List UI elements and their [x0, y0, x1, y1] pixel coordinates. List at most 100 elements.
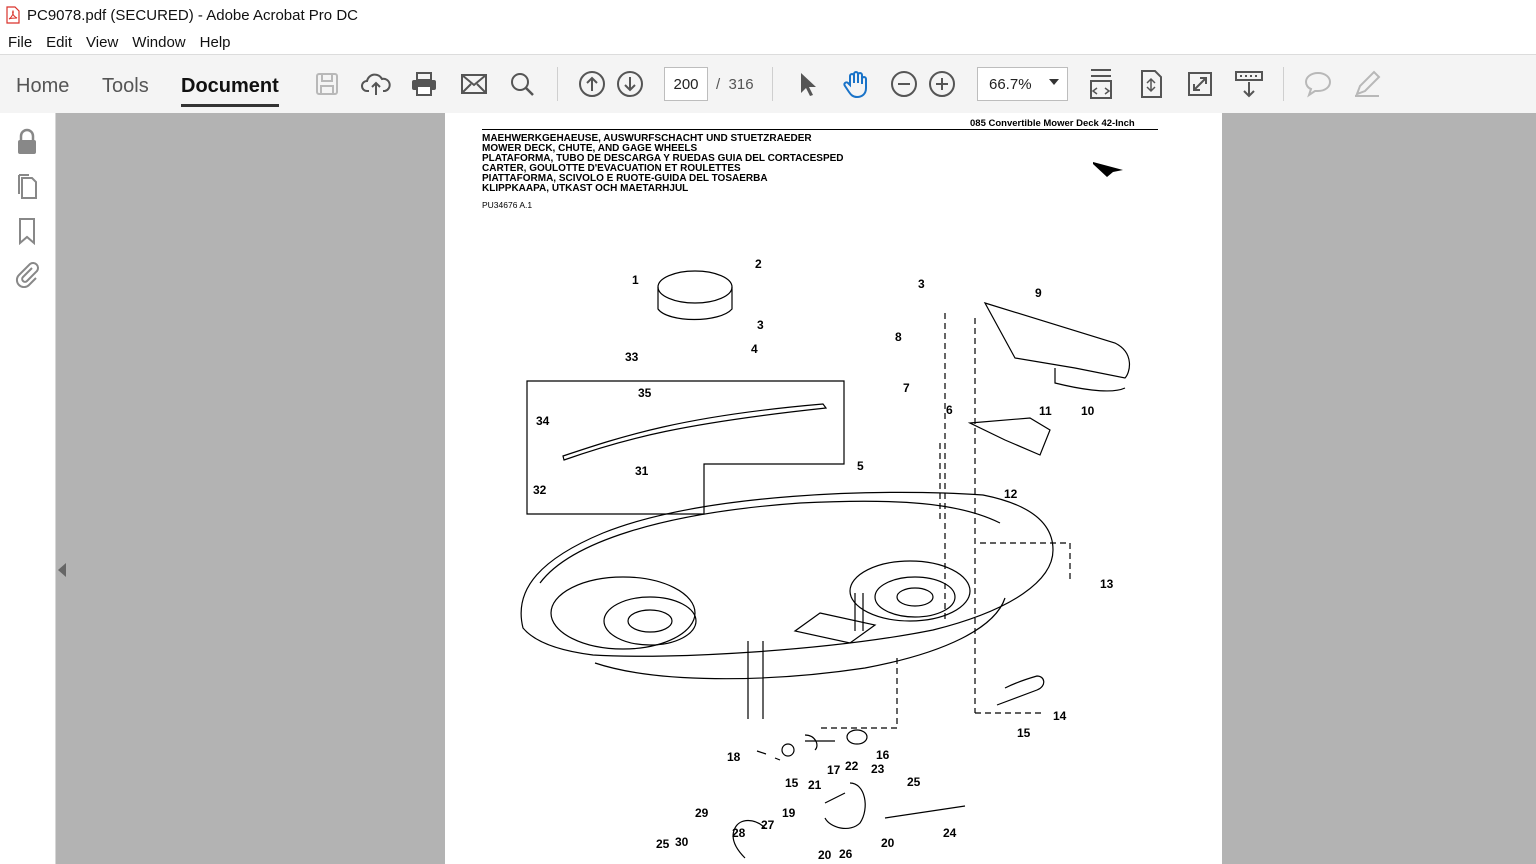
callout-16: 16 [876, 748, 890, 762]
callout-29: 29 [695, 806, 709, 820]
callout-3: 3 [757, 318, 764, 332]
page-total-count: 316 [728, 76, 754, 93]
callout-11: 11 [1039, 404, 1052, 418]
menu-window[interactable]: Window [132, 33, 186, 51]
left-spindle-opening [603, 596, 697, 646]
right-spindle-opening [874, 576, 956, 618]
page-title-block: MAEHWERKGEHAEUSE, AUSWURFSCHACHT UND STU… [482, 134, 844, 194]
zoom-value: 66.7% [989, 75, 1032, 93]
callout-4: 4 [751, 342, 758, 356]
page-down-icon[interactable] [613, 67, 647, 101]
callout-1: 1 [632, 273, 639, 287]
callout-5: 5 [857, 459, 864, 473]
title-line-es: PLATAFORMA, TUBO DE DESCARGA Y RUEDAS GU… [482, 153, 844, 164]
callout-28: 28 [732, 826, 746, 840]
callout-35: 35 [638, 386, 652, 400]
cover-part [657, 270, 733, 304]
callout-19: 19 [782, 806, 796, 820]
menu-file[interactable]: File [8, 33, 33, 51]
toolbar-separator [772, 67, 773, 101]
callout-13: 13 [1100, 577, 1114, 591]
tab-home[interactable]: Home [16, 75, 70, 97]
pen-icon[interactable] [1350, 67, 1384, 101]
callout-22: 22 [845, 759, 859, 773]
page-header-section: 085 Convertible Mower Deck 42-Inch [970, 118, 1135, 129]
window-title: PC9078.pdf (SECURED) - Adobe Acrobat Pro… [27, 6, 358, 24]
callout-8: 8 [895, 330, 902, 344]
pages-icon[interactable] [12, 171, 42, 201]
zoom-out-icon[interactable] [887, 67, 921, 101]
tab-tools[interactable]: Tools [102, 75, 149, 97]
callout-15: 15 [1017, 726, 1031, 740]
callout-23: 23 [871, 762, 885, 776]
search-icon[interactable] [505, 67, 539, 101]
select-cursor-icon[interactable] [790, 67, 824, 101]
title-line-sv: KLIPPKAAPA, UTKAST OCH MAETARHJUL [482, 183, 689, 194]
page-total: / 316 [716, 76, 754, 93]
callout-27: 27 [761, 818, 775, 832]
comment-icon[interactable] [1301, 67, 1335, 101]
callout-32: 32 [533, 483, 547, 497]
title-line-en: MOWER DECK, CHUTE, AND GAGE WHEELS [482, 143, 698, 154]
pdf-file-icon [6, 6, 20, 24]
pdf-page: 085 Convertible Mower Deck 42-Inch MAEHW… [445, 113, 1222, 864]
menu-edit[interactable]: Edit [46, 33, 73, 51]
callout-26: 26 [839, 847, 853, 861]
scroll-mode-icon[interactable] [1232, 67, 1266, 101]
blade-part [562, 403, 828, 461]
cloud-upload-icon[interactable] [359, 67, 393, 101]
callout-34: 34 [536, 414, 550, 428]
zoom-in-icon[interactable] [925, 67, 959, 101]
menu-help[interactable]: Help [199, 33, 231, 51]
toolbar-separator [1283, 67, 1284, 101]
callout-21: 21 [808, 778, 822, 792]
chevron-down-icon [1049, 79, 1059, 85]
mower-deck-shell [520, 491, 1054, 657]
zoom-select[interactable]: 66.7% [977, 67, 1068, 101]
callout-25b: 25 [656, 837, 670, 851]
bookmark-icon[interactable] [12, 216, 42, 246]
callout-24: 24 [943, 826, 957, 840]
page-separator: / [716, 76, 721, 93]
tab-document[interactable]: Document [181, 75, 279, 107]
menu-bar: File Edit View Window Help [0, 30, 1536, 54]
fit-page-icon[interactable] [1084, 67, 1118, 101]
print-icon[interactable] [407, 67, 441, 101]
discharge-chute [983, 301, 1130, 379]
callout-2: 2 [755, 257, 762, 271]
callout-9: 9 [1035, 286, 1042, 300]
callout-6: 6 [946, 403, 953, 417]
menu-view[interactable]: View [86, 33, 119, 51]
title-line-it: PIATTAFORMA, SCIVOLO E RUOTE-GUIDA DEL T… [482, 173, 768, 184]
callout-20b: 20 [881, 836, 895, 850]
hand-icon[interactable] [839, 67, 873, 101]
blade-inset-box [526, 380, 845, 515]
callout-30: 30 [675, 835, 689, 849]
callout-33: 33 [625, 350, 639, 364]
callout-25: 25 [907, 775, 921, 789]
parts-diagram: 1 2 3 4 33 35 34 31 32 5 3 9 8 10 7 6 11… [520, 162, 1130, 862]
fit-width-icon[interactable] [1134, 67, 1168, 101]
callout-10: 10 [1081, 404, 1095, 418]
main-toolbar: Home Tools Document 200 / 316 66.7% [0, 54, 1536, 114]
callout-18: 18 [727, 750, 741, 764]
collapse-panel-icon[interactable] [58, 563, 66, 577]
page-up-icon[interactable] [575, 67, 609, 101]
callout-7: 7 [903, 381, 910, 395]
callout-31: 31 [635, 464, 649, 478]
callout-14: 14 [1053, 709, 1067, 723]
figure-reference: PU34676 A.1 [482, 200, 533, 210]
attachment-icon[interactable] [12, 259, 42, 289]
direction-arrow-icon [1093, 162, 1123, 177]
title-line-de: MAEHWERKGEHAEUSE, AUSWURFSCHACHT UND STU… [482, 133, 812, 144]
page-number-input[interactable]: 200 [664, 67, 708, 101]
email-icon[interactable] [457, 67, 491, 101]
callout-17: 17 [827, 763, 841, 777]
save-icon[interactable] [310, 67, 344, 101]
callout-3b: 3 [918, 277, 925, 291]
title-line-fr: CARTER, GOULOTTE D'EVACUATION ET ROULETT… [482, 163, 741, 174]
full-screen-icon[interactable] [1183, 67, 1217, 101]
toolbar-separator [557, 67, 558, 101]
lock-icon[interactable] [12, 127, 42, 157]
window-title-bar: PC9078.pdf (SECURED) - Adobe Acrobat Pro… [0, 0, 1536, 30]
